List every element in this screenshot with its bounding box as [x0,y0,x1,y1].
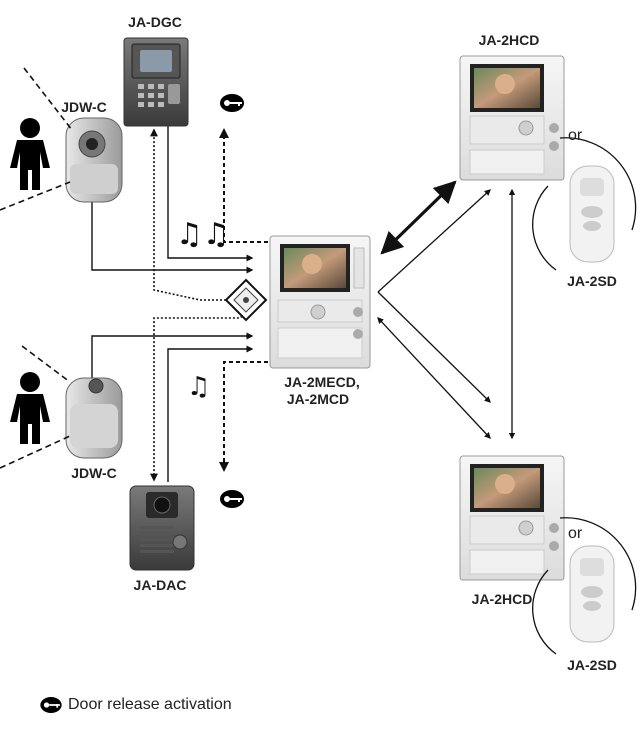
label-ja-dac: JA-DAC [134,577,187,593]
label-master-line1: JA-2MECD, [284,374,359,390]
sub-station-hcd-bottom [459,455,565,581]
sub-station-hcd-top [459,55,565,181]
dotted-dgc-release [219,128,268,243]
key-icon-bottom [220,490,244,508]
wire-jdw-bottom [91,332,254,382]
wire-jdw-top [91,200,254,274]
master-station [269,235,371,369]
chime-single-icon: ♫ [187,372,210,402]
camera-jdw-c-bottom [65,377,123,459]
camera-jdw-c-top [65,117,123,203]
dotted-dgc-switch [150,128,230,301]
label-ja-2hcd-top: JA-2HCD [479,32,540,48]
wire-dgc [167,125,254,262]
person-icon-top [10,118,50,190]
handset-ja-2sd-bottom [532,517,637,655]
wire-dac [167,345,254,482]
chime-triple-icon: ♫♫ [176,217,230,252]
switch-icon [224,278,268,322]
view-cones [0,67,73,469]
label-or-bottom: or [568,525,583,542]
label-jdw-c-bottom: JDW-C [71,465,117,481]
legend-label: Door release activation [68,696,232,713]
legend: Door release activation [40,696,232,714]
label-ja-2sd-bottom: JA-2SD [567,657,617,673]
dotted-dac-release [219,361,268,472]
link-master-hcd-top [380,180,457,255]
label-jdw-c-top: JDW-C [61,99,107,115]
links-thin [377,188,516,440]
label-master-line2: JA-2MCD [287,391,349,407]
key-icon [40,697,62,713]
label-ja-2sd-top: JA-2SD [567,273,617,289]
door-station-ja-dgc [123,37,189,127]
label-ja-2hcd-bottom: JA-2HCD [472,591,533,607]
key-icon-top [220,94,244,112]
door-station-ja-dac [129,485,195,571]
handset-ja-2sd-top [532,137,637,271]
label-ja-dgc: JA-DGC [128,14,182,30]
label-or-top: or [568,127,583,144]
person-icon-bottom [10,372,50,444]
